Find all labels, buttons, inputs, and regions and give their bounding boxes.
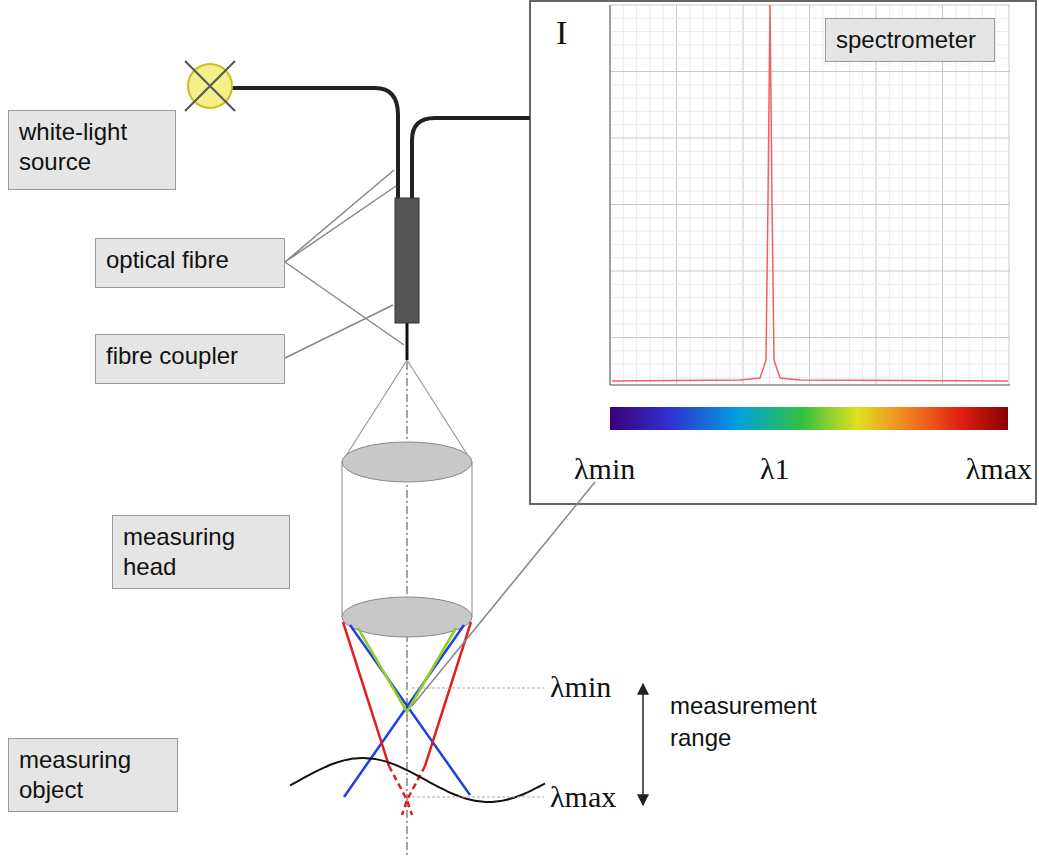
grid-line [610, 98, 1010, 99]
grid-line [610, 324, 1010, 325]
grid-line [862, 5, 863, 385]
box-text: measuring object [19, 745, 167, 805]
level-line [412, 688, 544, 689]
range-label: measurement range [670, 690, 840, 755]
grid-line [995, 5, 996, 385]
grid-line [703, 5, 704, 385]
grid-line [610, 271, 1010, 272]
grid-line [623, 5, 624, 385]
axis-label: I [556, 14, 567, 52]
grid-line [610, 350, 1010, 351]
lens [342, 442, 472, 482]
range-arrow [642, 684, 644, 805]
grid-line [610, 191, 1010, 192]
label-box: optical fibre [95, 238, 285, 288]
grid-line [969, 5, 970, 385]
grid-line [782, 5, 783, 385]
wavelength-label: λmax [966, 452, 1032, 486]
label-box: white-light source [8, 110, 176, 190]
lamp-cross [185, 61, 235, 111]
object-surface [290, 758, 545, 802]
grid-line [610, 177, 1010, 178]
label-box: fibre coupler [95, 334, 285, 384]
wavelength-label: λmin [574, 452, 635, 486]
grid-line [610, 284, 1010, 285]
grid-line [610, 364, 1010, 365]
grid-line [729, 5, 730, 385]
wavelength-label: λmin [550, 670, 611, 704]
chart-axis [609, 5, 611, 385]
lens [342, 597, 472, 637]
red-ray-virtual [389, 766, 425, 815]
grid-line [915, 5, 916, 385]
grid-line [942, 5, 943, 385]
grid-line [889, 5, 890, 385]
fibre-coupler [395, 198, 419, 323]
grid-line [610, 310, 1010, 311]
level-line [412, 797, 544, 798]
grid-line [796, 5, 797, 385]
grid-line [756, 5, 757, 385]
grid-line [902, 5, 903, 385]
grid-line [610, 151, 1010, 152]
grid-line [610, 377, 1010, 378]
optical-fibre [412, 118, 530, 200]
spectrum-peak [612, 5, 1008, 381]
box-text: measuring head [123, 522, 279, 582]
grid-line [689, 5, 690, 385]
grid-line [822, 5, 823, 385]
wavelength-label: λmax [550, 780, 616, 814]
box-text: fibre coupler [106, 341, 274, 371]
box-text: spectrometer [836, 25, 984, 55]
chart-grid [610, 5, 1010, 385]
grid-line [663, 5, 664, 385]
grid-line [676, 5, 677, 385]
grid-line [610, 71, 1010, 72]
grid-line [649, 5, 650, 385]
grid-line [610, 204, 1010, 205]
grid-line [610, 124, 1010, 125]
box-text: optical fibre [106, 245, 274, 275]
label-box: measuring object [8, 738, 178, 812]
grid-line [610, 337, 1010, 338]
grid-line [743, 5, 744, 385]
grid-line [836, 5, 837, 385]
grid-line [955, 5, 956, 385]
grid-line [610, 5, 1010, 6]
grid-line [1009, 5, 1010, 385]
color-bar [610, 407, 1008, 430]
grid-line [636, 5, 637, 385]
spectrometer-panel [530, 1, 1036, 504]
panel-label: spectrometer [825, 18, 995, 62]
red-ray [343, 622, 471, 766]
leader-line [285, 305, 393, 358]
grid-line [610, 257, 1010, 258]
grid-line [849, 5, 850, 385]
grid-line [610, 84, 1010, 85]
grid-line [610, 217, 1010, 218]
grid-line [610, 231, 1010, 232]
grid-line [610, 5, 611, 385]
leader-line [285, 170, 404, 345]
grid-line [716, 5, 717, 385]
wavelength-label: λ1 [760, 452, 790, 486]
grid-line [610, 297, 1010, 298]
grid-line [610, 164, 1010, 165]
grid-line [982, 5, 983, 385]
label-box: measuring head [112, 515, 290, 589]
optical-fibre [406, 322, 409, 360]
grid-line [610, 111, 1010, 112]
optical-fibre [232, 88, 398, 200]
grid-line [876, 5, 877, 385]
chart-axis [610, 384, 1010, 386]
box-text: white-light source [19, 117, 165, 177]
grid-line [809, 5, 810, 385]
grid-line [929, 5, 930, 385]
collimated-beam [342, 462, 472, 617]
grid-line [610, 138, 1010, 139]
grid-line [610, 244, 1010, 245]
